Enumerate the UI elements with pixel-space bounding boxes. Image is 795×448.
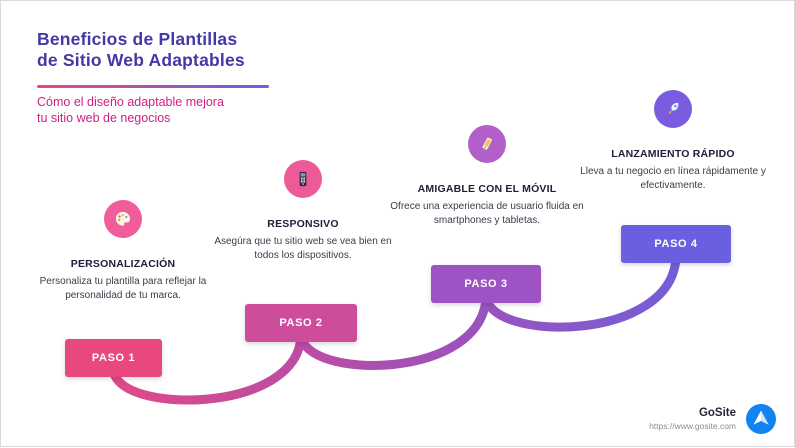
step-1-title: PERSONALIZACIÓN (70, 258, 176, 270)
page-title-line1: Beneficios de Plantillas (37, 29, 238, 49)
gosite-logo-icon (746, 404, 776, 434)
step-3-icon-circle (468, 125, 506, 163)
page-subtitle: Cómo el diseño adaptable mejora tu sitio… (37, 94, 224, 126)
title-underline (37, 85, 269, 88)
step-3-title: AMIGABLE CON EL MÓVIL (417, 183, 557, 195)
brand-url: https://www.gosite.com (649, 421, 736, 431)
step-3: AMIGABLE CON EL MÓVIL Ofrece una experie… (387, 125, 587, 227)
step-badge-2: PASO 2 (245, 304, 357, 342)
page-title: Beneficios de Plantillas de Sitio Web Ad… (37, 29, 245, 71)
step-4-icon-circle (654, 90, 692, 128)
step-1: PERSONALIZACIÓN Personaliza tu plantilla… (33, 200, 213, 302)
footer: GoSite https://www.gosite.com (649, 404, 776, 434)
step-badge-3: PASO 3 (431, 265, 541, 303)
step-1-icon-circle (104, 200, 142, 238)
step-2: RESPONSIVO Asegúra que tu sitio web se v… (213, 160, 393, 262)
step-4: LANZAMIENTO RÁPIDO Lleva a tu negocio en… (578, 90, 768, 192)
phone-keypad-icon (299, 171, 307, 187)
step-1-description: Personaliza tu plantilla para reflejar l… (39, 276, 207, 301)
page-title-line2: de Sitio Web Adaptables (37, 50, 245, 70)
step-4-description: Lleva a tu negocio en línea rápidamente … (580, 166, 766, 191)
mobile-friendly-icon (482, 137, 492, 150)
step-2-title: RESPONSIVO (267, 218, 339, 230)
step-2-icon-circle (284, 160, 322, 198)
step-4-title: LANZAMIENTO RÁPIDO (611, 148, 735, 160)
step-badge-4: PASO 4 (621, 225, 731, 263)
step-3-description: Ofrece una experiencia de usuario fluida… (390, 201, 584, 226)
page-subtitle-line2: tu sitio web de negocios (37, 111, 171, 125)
palette-icon (115, 211, 131, 226)
connector-1-2 (109, 329, 306, 405)
step-2-description: Asegúra que tu sitio web se vea bien en … (214, 236, 392, 261)
step-badge-1: PASO 1 (65, 339, 162, 377)
rocket-icon (668, 102, 679, 115)
footer-text: GoSite https://www.gosite.com (649, 407, 736, 431)
connector-2-3 (296, 290, 491, 370)
page-subtitle-line1: Cómo el diseño adaptable mejora (37, 95, 224, 109)
brand-name: GoSite (698, 407, 736, 419)
connector-3-4 (481, 250, 681, 332)
